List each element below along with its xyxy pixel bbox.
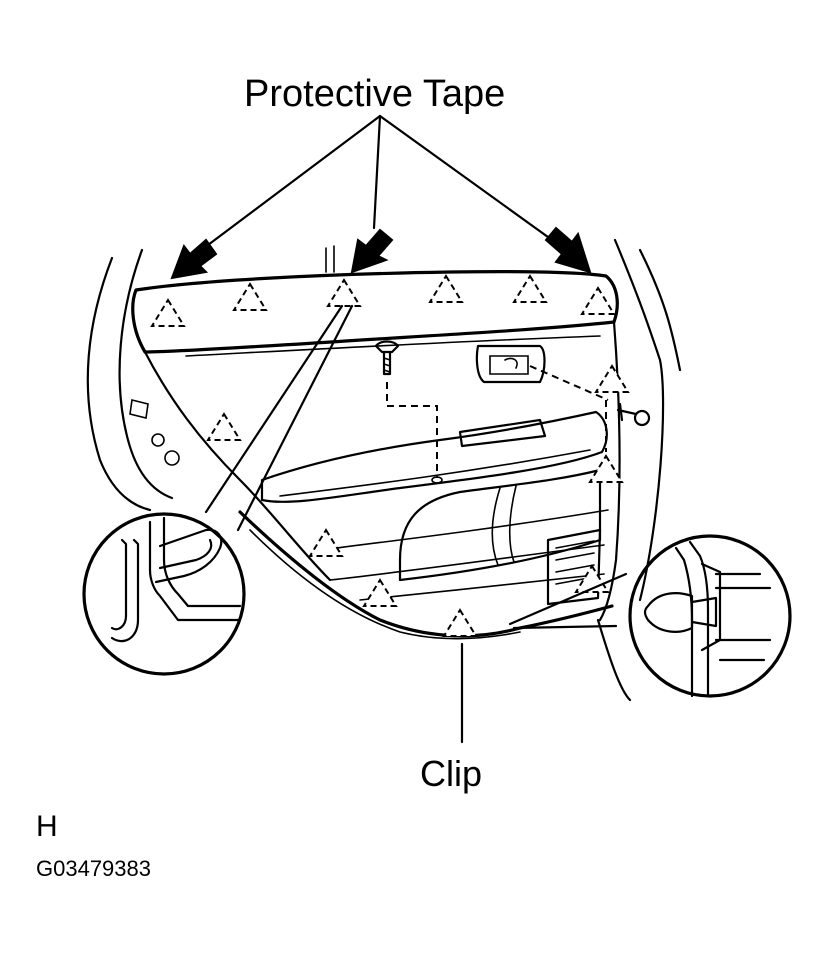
figure-code: G03479383 [36, 856, 151, 881]
arrow-icon [544, 226, 592, 274]
screw-right [529, 365, 651, 452]
dashed-triangle-icon [580, 286, 616, 315]
door-frame-right [596, 238, 682, 702]
dashed-triangle-icon [308, 528, 344, 557]
dashed-triangle-icon [232, 282, 268, 311]
dashed-triangle-icon [428, 274, 464, 303]
protective-tape-label: Protective Tape [244, 73, 505, 115]
screw-left [374, 340, 443, 484]
dashed-triangle-icon [442, 608, 478, 637]
dashed-triangle-icon [206, 412, 242, 441]
dashed-triangle-icon [588, 454, 624, 483]
door-trim-panel [131, 245, 621, 640]
dashed-triangle-icon [326, 278, 362, 307]
view-letter: H [36, 810, 58, 843]
clip-label: Clip [420, 753, 482, 794]
protective-tape-leaders [170, 114, 592, 280]
arrow-icon [350, 228, 394, 274]
arrow-icon [170, 238, 218, 280]
detail-view-left [82, 304, 354, 676]
detail-view-right [508, 534, 792, 698]
dashed-triangle-icon [512, 274, 548, 303]
clip-markers [150, 274, 630, 637]
door-frame-left [86, 248, 180, 512]
dashed-triangle-icon [150, 298, 186, 327]
dashed-triangle-icon [362, 578, 398, 607]
dashed-triangle-icon [594, 364, 630, 393]
